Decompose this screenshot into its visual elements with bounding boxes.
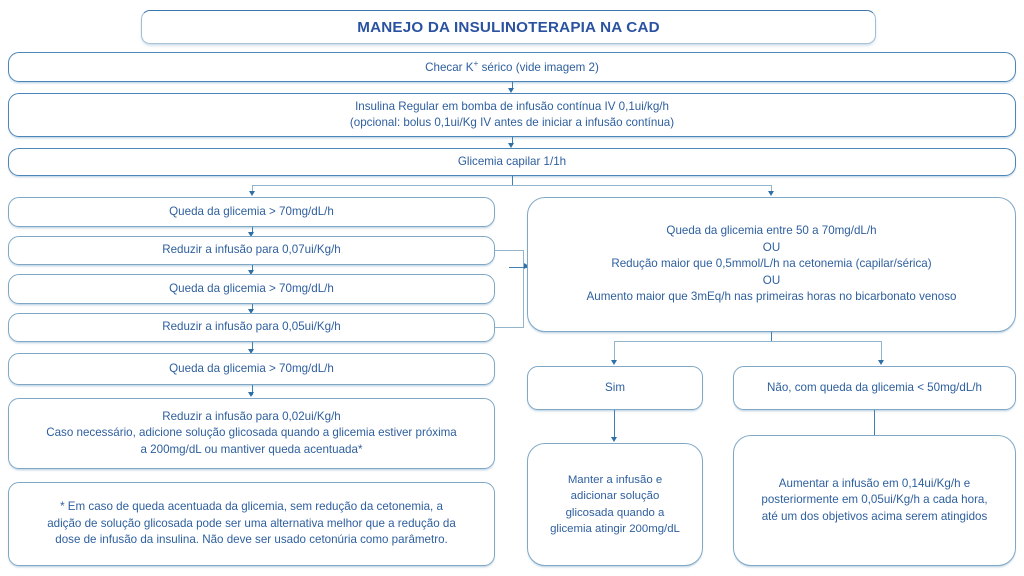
connector-c-to-002 (251, 385, 253, 395)
connector-side-to-criteria (509, 266, 527, 268)
arrowhead-yes-to-action (610, 437, 617, 442)
connector-no-to-action (874, 410, 876, 440)
arrowhead-b-to-005 (248, 309, 254, 314)
node-drop-gt70-a: Queda da glicemia > 70mg/dL/h (8, 197, 495, 227)
node-reduce-007: Reduzir a infusão para 0,07ui/Kg/h (8, 236, 495, 265)
connector-glycemia-left-drop (252, 185, 254, 193)
connector-criteria-stem (771, 332, 773, 342)
connector-005-side-h (495, 327, 524, 329)
connector-007-to-b (251, 265, 253, 272)
connector-005-to-c (251, 342, 253, 351)
connector-glycemia-right-drop (771, 185, 773, 193)
node-yes: Sim (527, 366, 703, 410)
connector-criteria-fork-bar (614, 341, 882, 343)
node-criteria: Queda da glicemia entre 50 a 70mg/dL/h O… (527, 197, 1016, 332)
node-insulin-start: Insulina Regular em bomba de infusão con… (8, 93, 1016, 137)
connector-b-to-005 (251, 304, 253, 311)
node-check-potassium-label: Checar K+ sérico (vide imagem 2) (425, 57, 599, 74)
connector-glycemia-split-bar (252, 185, 772, 187)
node-reduce-002: Reduzir a infusão para 0,02ui/Kg/h Caso … (8, 398, 495, 469)
arrowhead-glycemia-right (767, 191, 774, 196)
connector-a-to-007 (251, 227, 253, 234)
arrowhead-a-to-007 (248, 232, 254, 237)
connector-criteria-right-drop (881, 341, 883, 362)
node-glycemia-hourly: Glicemia capilar 1/1h (8, 148, 1016, 176)
page-title: MANEJO DA INSULINOTERAPIA NA CAD (141, 10, 876, 44)
arrowhead-criteria-yes (610, 360, 617, 365)
node-reduce-005: Reduzir a infusão para 0,05ui/Kg/h (8, 313, 495, 342)
arrowhead-007-to-b (248, 270, 254, 275)
arrowhead-insulin-to-glycemia (508, 143, 514, 148)
arrowhead-check-to-insulin (508, 88, 514, 93)
arrowhead-glycemia-left (248, 191, 255, 196)
connector-criteria-left-drop (614, 341, 616, 362)
connector-glycemia-stem (511, 176, 513, 186)
node-footnote: * Em caso de queda acentuada da glicemia… (8, 482, 495, 566)
node-yes-action: Manter a infusão e adicionar solução gli… (527, 443, 703, 566)
connector-side-riser (522, 250, 524, 328)
arrowhead-criteria-no (877, 360, 884, 365)
arrowhead-c-to-002 (248, 392, 254, 397)
arrowhead-005-to-c (248, 349, 254, 354)
connector-007-side-h (495, 250, 524, 252)
connector-yes-to-action (614, 410, 616, 440)
node-drop-gt70-c: Queda da glicemia > 70mg/dL/h (8, 353, 495, 385)
node-drop-gt70-b: Queda da glicemia > 70mg/dL/h (8, 274, 495, 304)
node-check-potassium: Checar K+ sérico (vide imagem 2) (8, 52, 1016, 82)
connector-insulin-to-glycemia (511, 137, 513, 145)
arrowhead-side-to-criteria (524, 263, 529, 269)
node-no: Não, com queda da glicemia < 50mg/dL/h (733, 366, 1016, 410)
connector-check-to-insulin (511, 82, 513, 90)
node-no-action: Aumentar a infusão em 0,14ui/Kg/h e post… (733, 435, 1016, 566)
